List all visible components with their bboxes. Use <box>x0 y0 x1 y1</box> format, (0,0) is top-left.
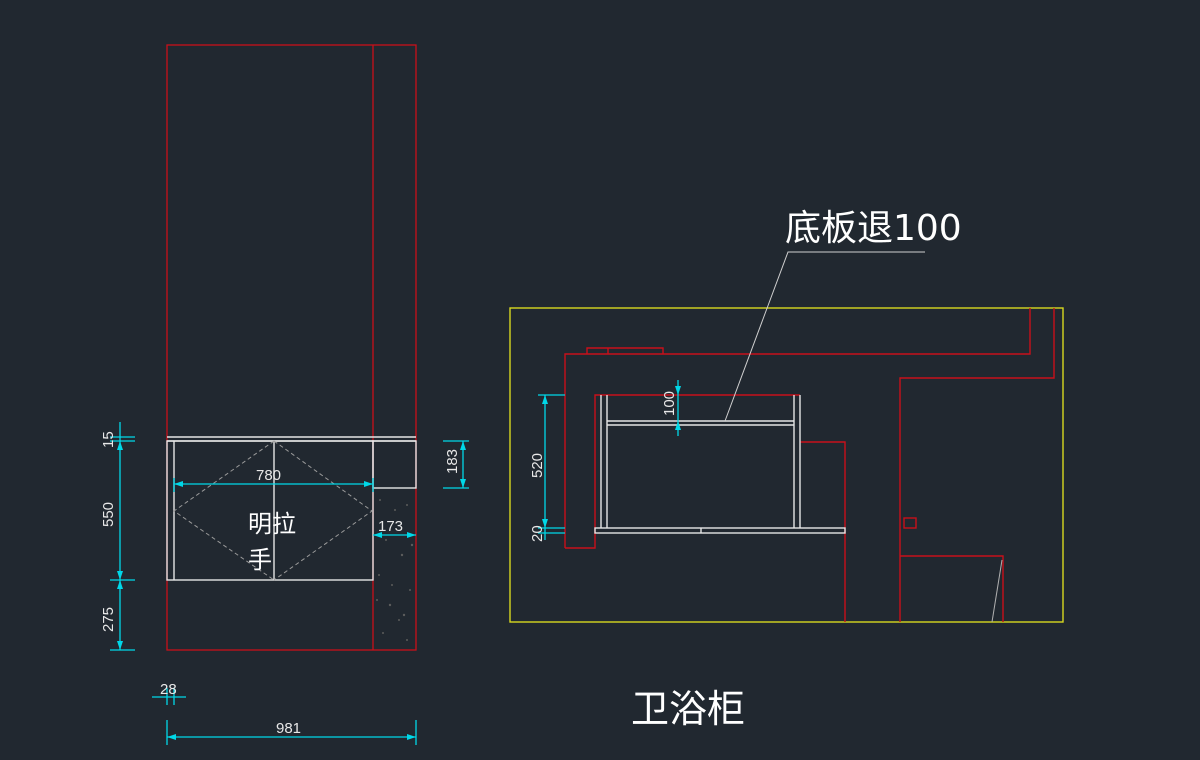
section-view: 520 20 100 底板退100 <box>509 208 1064 623</box>
section-frame <box>509 307 1064 623</box>
dim-28: 28 <box>160 681 177 698</box>
door-swing-lines <box>173 440 373 581</box>
dim-20: 20 <box>529 525 546 542</box>
dim-15: 15 <box>100 431 117 448</box>
left-dimension-arrows <box>117 441 123 650</box>
hatch-area <box>376 499 414 641</box>
left-dimension-chain <box>110 422 135 651</box>
cabinet-outline <box>166 44 417 651</box>
dim-780: 780 <box>256 467 281 484</box>
dim-550: 550 <box>100 502 117 527</box>
dim-981-lines <box>166 720 417 745</box>
dim-981: 981 <box>276 720 301 737</box>
dim-520: 520 <box>529 453 546 478</box>
dim-275: 275 <box>100 607 117 632</box>
dim-100: 100 <box>661 391 678 416</box>
elevation-view: 明拉 手 15 550 275 183 <box>100 44 469 745</box>
drawer-box <box>166 440 374 581</box>
handle-note-line1: 明拉 <box>248 510 296 538</box>
dim-100-arrows <box>675 386 681 430</box>
dim-28-lines <box>152 688 186 705</box>
drawing-title: 卫浴柜 <box>631 687 745 731</box>
dim-520-lines <box>538 394 565 540</box>
dim-183: 183 <box>444 449 461 474</box>
dim-520-arrows <box>542 395 548 528</box>
section-red-outline <box>564 308 1055 622</box>
callout-text: 底板退100 <box>785 208 962 249</box>
dim-173: 173 <box>378 518 403 535</box>
section-cabinet <box>594 395 846 534</box>
dim-183-arrows <box>460 441 466 488</box>
dim-780-arrows <box>174 481 373 487</box>
section-grey-slant <box>991 559 1003 623</box>
dim-780-lines <box>173 478 374 492</box>
handle-note-line2: 手 <box>248 546 272 574</box>
dim-981-arrows <box>167 734 416 740</box>
countertop <box>167 436 417 489</box>
callout-leader <box>724 251 925 422</box>
dim-173-arrows <box>373 532 416 538</box>
